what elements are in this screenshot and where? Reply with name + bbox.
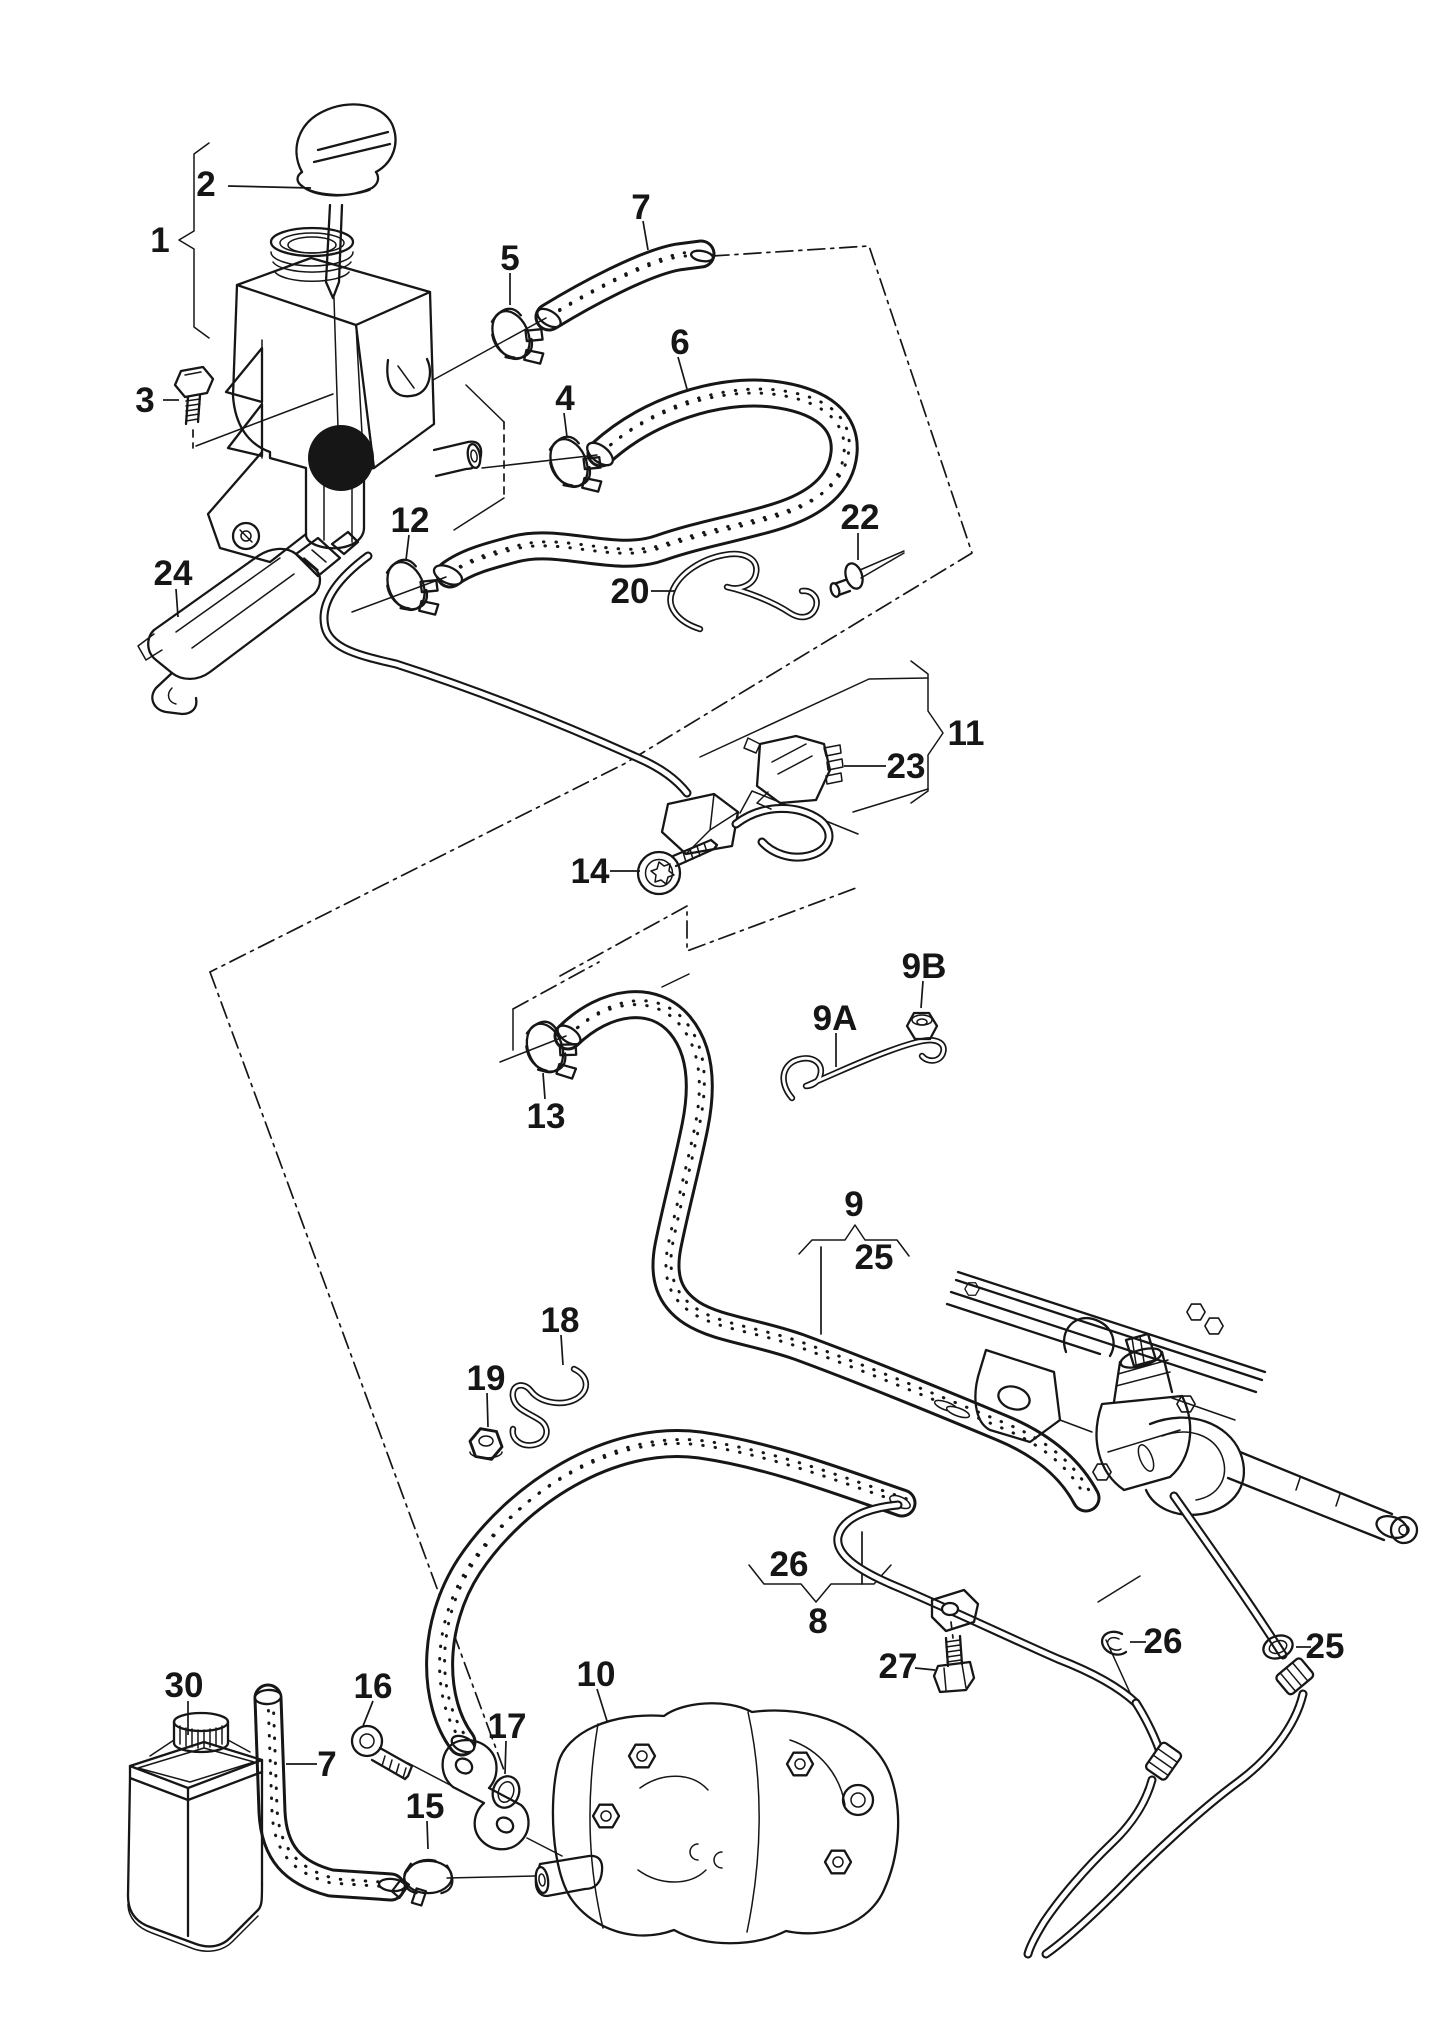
part-label-15[interactable]: 15 [406,1787,445,1826]
bolt-3 [173,365,215,426]
rack-pipes [833,1491,1315,1959]
part-label-27[interactable]: 27 [879,1647,918,1686]
brace-11 [910,660,944,804]
part-label-7-bottom[interactable]: 7 [317,1745,336,1784]
leader-line-7-top [642,220,649,251]
bolt-16 [350,1724,414,1781]
retainer-clip-18 [509,1365,590,1449]
part-label-17[interactable]: 17 [488,1707,527,1746]
part-label-3[interactable]: 3 [135,381,154,420]
part-label-1[interactable]: 1 [150,221,169,260]
part-label-7-top[interactable]: 7 [631,188,650,227]
part-label-13[interactable]: 13 [527,1097,566,1136]
part-label-22[interactable]: 22 [841,498,880,537]
part-label-26-right[interactable]: 26 [1144,1622,1183,1661]
pump-flange-group [350,1724,563,1857]
part-label-4[interactable]: 4 [555,379,575,418]
callout-brackets [178,142,944,1603]
oil-bottle [126,1711,264,1952]
part-label-2[interactable]: 2 [196,165,215,204]
part-label-25-right[interactable]: 25 [1306,1627,1345,1666]
leader-line-2 [227,185,312,189]
part-label-20[interactable]: 20 [611,572,650,611]
o-ring-25 [1262,1634,1294,1660]
pipe-fitting-26 [1144,1741,1183,1781]
spring-clamps [377,298,614,1907]
part-label-18[interactable]: 18 [541,1301,580,1340]
part-label-25-top[interactable]: 25 [855,1238,894,1277]
part-label-23[interactable]: 23 [887,747,926,786]
bracket-24 [137,530,360,716]
part-label-12[interactable]: 12 [391,501,430,540]
leader-line-6 [677,356,688,390]
bracket-26-8 [748,1564,892,1603]
pin-22 [829,550,905,598]
leader-line-16 [362,1700,374,1727]
retainer-clip-9A [780,1037,947,1102]
screw-14 [636,838,719,896]
suction-hose-7-top [534,239,716,332]
region-boundaries [192,245,1141,1774]
clip-23 [743,734,844,810]
bolt-27 [930,1588,980,1694]
leader-line-19 [486,1392,489,1428]
part-label-5[interactable]: 5 [500,239,519,278]
part-label-9A[interactable]: 9A [813,999,858,1038]
leader-line-12 [405,534,410,561]
leader-line-9B [920,980,924,1009]
nut-19 [466,1425,506,1463]
reservoir-cap [295,103,397,429]
bracket-9-25 [798,1224,910,1257]
leader-line-15 [426,1820,429,1850]
part-label-16[interactable]: 16 [354,1667,393,1706]
retainer-clip-20 [667,550,820,633]
oil-reservoir [206,226,598,613]
leader-line-27 [914,1667,936,1671]
brace-1 [178,142,210,339]
part-label-10[interactable]: 10 [577,1655,616,1694]
part-label-9[interactable]: 9 [844,1185,863,1224]
pressure-hose-9 [553,990,1101,1513]
part-label-11[interactable]: 11 [948,714,985,753]
hose-6-loop [432,378,859,589]
pipe-fitting-25 [1275,1657,1315,1696]
leader-line-4 [563,412,568,438]
part-label-14[interactable]: 14 [571,852,610,891]
leader-line-17 [504,1740,507,1775]
part-label-24[interactable]: 24 [154,554,193,593]
leader-line-24 [175,588,179,618]
nut-9B [905,1011,939,1041]
suction-hose-7-bottom [253,1683,407,1902]
part-label-8[interactable]: 8 [808,1602,827,1641]
part-label-30[interactable]: 30 [165,1666,204,1705]
highlight-dot [308,425,374,491]
pump-pressure-hose-8 [425,1429,917,1757]
return-pipe [319,551,834,862]
o-ring-17 [491,1775,521,1809]
power-steering-pump [534,1702,900,1945]
steering-rack [945,1270,1419,1545]
leader-line-18 [560,1334,564,1366]
o-ring-26 [1100,1630,1128,1656]
part-label-26-mid[interactable]: 26 [770,1545,809,1584]
part-label-19[interactable]: 19 [467,1359,506,1398]
part-label-6[interactable]: 6 [670,323,689,362]
part-label-9B[interactable]: 9B [902,947,947,986]
leader-line-10 [596,1688,608,1722]
leader-line-13 [542,1072,546,1100]
